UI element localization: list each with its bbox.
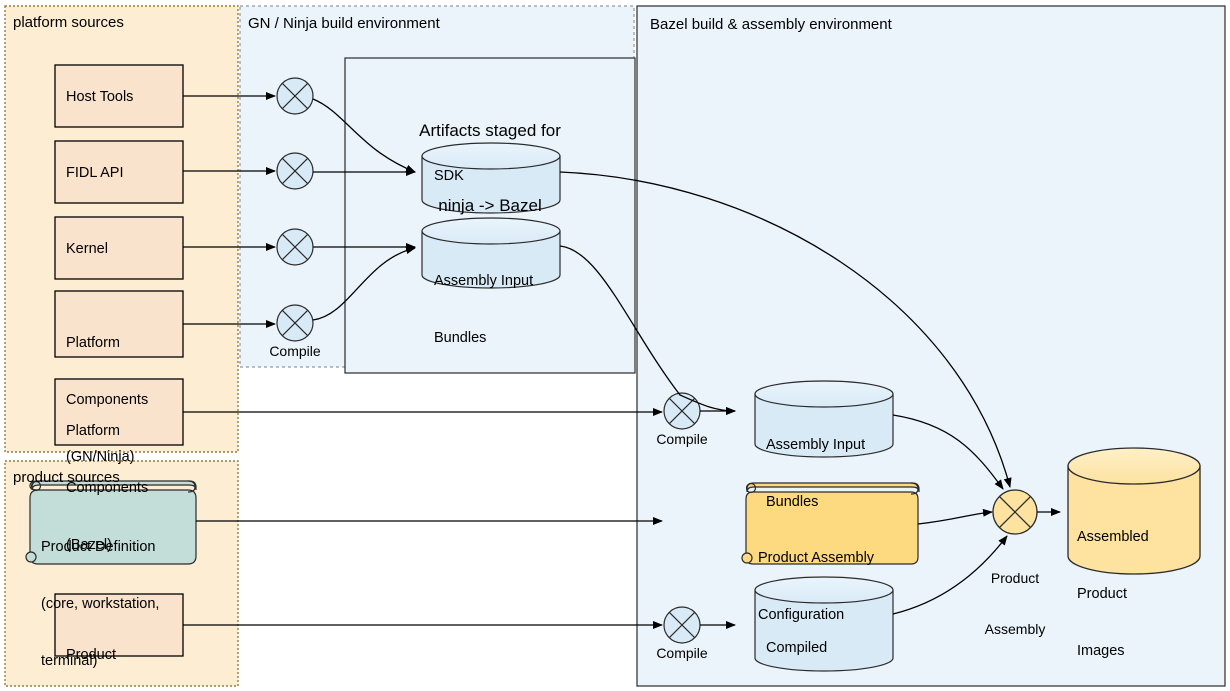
region-staged-artifacts (344, 57, 636, 374)
box-host-tools[interactable] (54, 64, 184, 128)
api-line-3: Images (1077, 643, 1125, 659)
box-kernel[interactable] (54, 216, 184, 280)
region-title-platform-sources: platform sources (13, 14, 124, 31)
api-line-2: Product (1077, 586, 1127, 602)
label-platform-components-bazel: Platform Components (Bazel) (66, 384, 148, 593)
edges-cross-environment (559, 171, 1061, 629)
compile-node-kernel[interactable] (276, 228, 314, 266)
box-product-components[interactable] (54, 593, 184, 657)
label-compile-platform-components: Compile (269, 343, 321, 359)
box-fidl-api[interactable] (54, 140, 184, 204)
box-platform-components-bazel[interactable] (54, 378, 184, 446)
cpa-line-1: Compiled (766, 640, 828, 656)
edges-compile-to-artifact (312, 98, 416, 321)
compile-node-host-tools[interactable] (276, 77, 314, 115)
pc-gn-line-1: Platform (66, 335, 120, 351)
label-assembled-product-images: Assembled Product Images (1077, 490, 1149, 691)
gn-aib-line-1: Assembly Input (434, 273, 534, 289)
pac-line-1: Product Assembly (758, 550, 875, 566)
pa-line-1: Product (990, 570, 1040, 586)
label-compiled-product-artifacts: Compiled Product Artifacts (766, 601, 827, 691)
label-product-assembly-node: Product Assembly (965, 536, 1065, 672)
pac-line-2: Configuration (758, 607, 845, 623)
box-platform-components-gn-ninja[interactable] (54, 290, 184, 358)
label-host-tools: Host Tools (66, 89, 134, 105)
pc-bazel-line-3: (Bazel) (66, 537, 112, 553)
label-bazel-assembly-input-bundles: Assembly Input Bundles (766, 398, 865, 550)
staged-artifacts-line-2: ninja -> Bazel (438, 196, 542, 215)
pa-line-2: Assembly (984, 621, 1046, 637)
pc-bazel-line-1: Platform (66, 423, 120, 439)
bazel-aib-line-2: Bundles (766, 494, 819, 510)
product-definition-line-3: terminal) (41, 653, 98, 669)
product-components-line-1: Product (66, 647, 116, 663)
label-platform-components-gn-ninja: Platform Components (GN/Ninja) (66, 296, 148, 505)
label-compile-bazel-platform-components: Compile (656, 431, 708, 447)
compile-node-bazel-platform-components[interactable] (663, 392, 701, 430)
cylinder-bazel-assembly-input-bundles[interactable] (754, 380, 894, 458)
product-assembly-node[interactable] (992, 489, 1038, 535)
box-product-definition[interactable] (25, 480, 197, 565)
pc-gn-line-3: (GN/Ninja) (66, 449, 135, 465)
label-product-components: Product Components (66, 608, 148, 691)
product-definition-line-2: (core, workstation, (41, 596, 160, 612)
region-title-bazel: Bazel build & assembly environment (650, 16, 892, 33)
cylinder-sdk[interactable] (421, 142, 561, 214)
pc-gn-line-2: Components (66, 392, 149, 408)
product-definition-line-1: Product Definition (41, 539, 156, 555)
staged-artifacts-line-1: Artifacts staged for (419, 121, 561, 140)
region-title-product-sources: product sources (13, 469, 120, 486)
box-product-assembly-configuration[interactable] (741, 482, 920, 565)
label-sdk: SDK (434, 168, 464, 184)
bazel-aib-line-1: Assembly Input (766, 437, 866, 453)
compile-node-platform-components[interactable] (276, 304, 314, 342)
label-product-assembly-configuration: Product Assembly Configuration (758, 511, 874, 663)
label-gn-assembly-input-bundles: Assembly Input Bundles (434, 234, 533, 386)
cylinder-compiled-product-artifacts[interactable] (754, 576, 894, 672)
label-compile-product-components: Compile (656, 645, 708, 661)
label-kernel: Kernel (66, 241, 108, 257)
cylinder-gn-assembly-input-bundles[interactable] (421, 217, 561, 289)
api-line-1: Assembled (1077, 529, 1149, 545)
pc-bazel-line-2: Components (66, 480, 149, 496)
cylinder-assembled-product-images[interactable] (1067, 447, 1201, 575)
region-title-staged-artifacts: Artifacts staged for ninja -> Bazel (345, 68, 635, 268)
edges-source-to-compile (183, 92, 663, 629)
label-fidl-api: FIDL API (66, 165, 124, 181)
compile-node-fidl-api[interactable] (276, 152, 314, 190)
region-title-gn-ninja: GN / Ninja build environment (248, 15, 440, 32)
gn-aib-line-2: Bundles (434, 330, 487, 346)
label-product-definition: Product Definition (core, workstation, t… (41, 500, 159, 691)
compile-node-product-components[interactable] (663, 606, 701, 644)
